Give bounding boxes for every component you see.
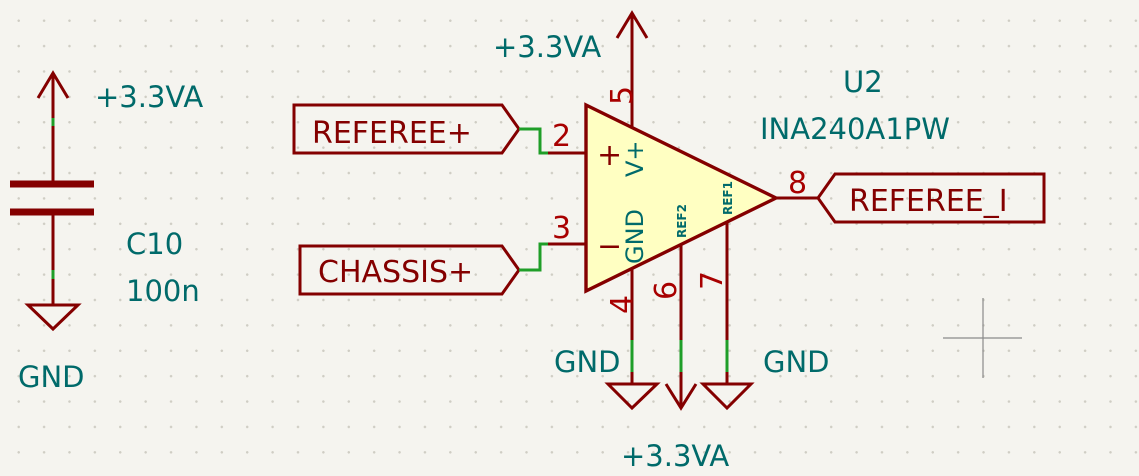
c10-reference-label: C10 xyxy=(126,227,183,261)
u2-vplus-label: V+ xyxy=(621,140,649,177)
u2-ref2-supply-arrow xyxy=(664,383,698,411)
c10-power-top-label: +3.3VA xyxy=(95,80,203,114)
referee-plus-wire-stub xyxy=(519,127,548,155)
net-label-referee-plus[interactable]: REFEREE+ xyxy=(292,103,548,155)
referee-plus-tag xyxy=(292,103,521,155)
u2-power-top-label: +3.3VA xyxy=(493,30,601,64)
u2-body xyxy=(584,102,780,294)
u2-pin-number-4: 4 xyxy=(605,295,640,314)
referee-i-tag xyxy=(816,172,1046,224)
u2-pin-number-3: 3 xyxy=(552,211,571,246)
u2-ref2-label: REF2 xyxy=(675,204,689,238)
u2-ref1-label: REF1 xyxy=(721,181,735,215)
c10-supply-arrow xyxy=(36,70,70,118)
chassis-plus-tag xyxy=(298,244,521,296)
capacitor-c10[interactable]: +3.3VA C10 100n GND xyxy=(10,70,203,394)
u2-in-plus-sign: + xyxy=(597,138,622,173)
crosshair-cursor-icon xyxy=(943,298,1022,378)
chassis-plus-text: CHASSIS+ xyxy=(318,255,473,290)
chassis-plus-wire-stub xyxy=(519,242,548,272)
u2-pin-number-8: 8 xyxy=(788,166,807,201)
u2-supply-arrow xyxy=(615,10,649,39)
u2-gnd-left-label: GND xyxy=(554,345,621,379)
u2-gnd-right-symbol xyxy=(699,382,755,411)
u2-gnd-label: GND xyxy=(621,209,649,264)
c10-gnd-symbol xyxy=(24,303,82,332)
u2-gnd-left-symbol xyxy=(604,382,661,411)
referee-i-text: REFEREE_I xyxy=(849,184,1008,219)
net-label-referee-i[interactable]: REFEREE_I xyxy=(816,172,1046,224)
u2-pin-number-5: 5 xyxy=(605,86,640,105)
u2-pin-number-2: 2 xyxy=(552,119,571,154)
u2-gnd-right-label: GND xyxy=(763,345,830,379)
u2-reference-label: U2 xyxy=(843,65,883,99)
net-label-chassis-plus[interactable]: CHASSIS+ xyxy=(298,242,548,296)
u2-part-label: INA240A1PW xyxy=(760,112,950,146)
referee-plus-text: REFEREE+ xyxy=(312,116,472,151)
amplifier-u2[interactable]: + − V+ GND REF2 REF1 2 3 5 4 6 7 8 U2 IN… xyxy=(493,10,950,473)
c10-value-label: 100n xyxy=(126,274,200,308)
c10-gnd-label: GND xyxy=(18,360,85,394)
u2-pin-number-6: 6 xyxy=(649,281,684,300)
u2-pin-number-7: 7 xyxy=(695,271,730,290)
u2-in-minus-sign: − xyxy=(597,229,622,264)
u2-power-bottom-label: +3.3VA xyxy=(621,439,729,473)
